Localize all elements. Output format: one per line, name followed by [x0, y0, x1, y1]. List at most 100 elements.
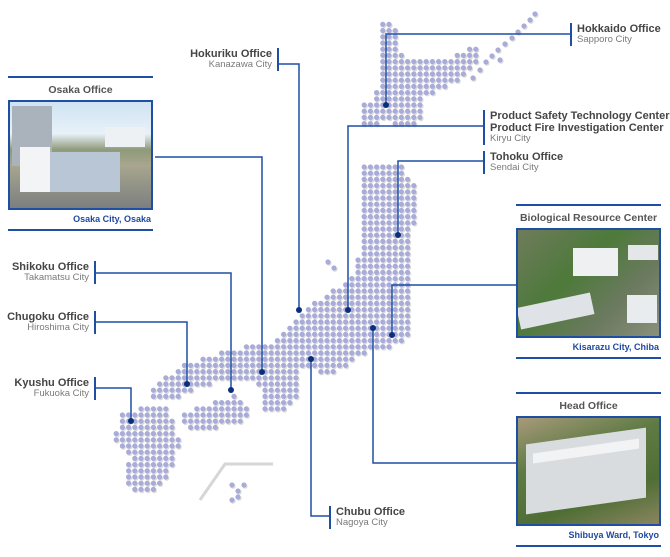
map-dot — [330, 294, 336, 300]
line-kyushu — [96, 387, 132, 421]
map-dot — [442, 59, 448, 65]
map-dot — [355, 307, 361, 313]
map-dot — [398, 245, 404, 251]
map-dot — [405, 331, 411, 337]
map-dot — [132, 431, 138, 437]
map-dot — [150, 437, 156, 443]
map-dot — [417, 90, 423, 96]
map-dot — [374, 220, 380, 226]
map-dot — [212, 412, 218, 418]
map-dot — [392, 164, 398, 170]
map-dot — [144, 474, 150, 480]
map-dot — [225, 400, 231, 406]
map-dot — [138, 443, 144, 449]
map-dot — [194, 406, 200, 412]
map-dot — [386, 164, 392, 170]
map-dot — [398, 307, 404, 313]
map-dot — [361, 344, 367, 350]
map-dot — [411, 90, 417, 96]
map-dot — [380, 83, 386, 89]
map-dot — [219, 362, 225, 368]
map-dot — [330, 350, 336, 356]
map-dot — [113, 431, 119, 437]
map-dot — [398, 71, 404, 77]
map-dot — [293, 387, 299, 393]
map-dot — [367, 331, 373, 337]
map-dot — [380, 220, 386, 226]
map-dot — [367, 183, 373, 189]
map-dot — [361, 325, 367, 331]
map-dot — [188, 369, 194, 375]
map-dot — [336, 319, 342, 325]
map-dot — [386, 251, 392, 257]
map-dot — [237, 375, 243, 381]
map-dot — [355, 294, 361, 300]
map-dot — [212, 406, 218, 412]
map-dot — [448, 65, 454, 71]
map-dot — [448, 71, 454, 77]
map-dot — [169, 381, 175, 387]
map-dot — [200, 418, 206, 424]
divider — [8, 76, 153, 78]
map-dot — [256, 381, 262, 387]
map-dot — [318, 356, 324, 362]
map-dot — [367, 288, 373, 294]
map-dot — [386, 257, 392, 263]
map-dot — [262, 375, 268, 381]
map-dot — [349, 294, 355, 300]
map-dot — [411, 121, 417, 127]
map-dot — [411, 114, 417, 120]
map-dot — [126, 431, 132, 437]
map-dot — [330, 288, 336, 294]
map-dot — [243, 406, 249, 412]
map-dot — [330, 338, 336, 344]
map-dot — [392, 276, 398, 282]
map-dot — [324, 294, 330, 300]
map-dot — [398, 331, 404, 337]
map-dot — [206, 418, 212, 424]
map-dot — [200, 406, 206, 412]
map-dot — [144, 431, 150, 437]
map-dot — [361, 201, 367, 207]
map-dot — [374, 164, 380, 170]
map-dot — [287, 325, 293, 331]
map-dot — [274, 369, 280, 375]
map-dot — [181, 412, 187, 418]
map-dot — [138, 455, 144, 461]
map-dot — [150, 387, 156, 393]
map-dot — [305, 362, 311, 368]
map-dot — [157, 474, 163, 480]
card-caption: Shibuya Ward, Tokyo — [568, 530, 659, 540]
map-dot — [374, 282, 380, 288]
map-dot — [374, 251, 380, 257]
location-marker-bio — [389, 332, 395, 338]
map-dot — [237, 369, 243, 375]
map-dot — [495, 47, 501, 53]
map-dot — [374, 214, 380, 220]
map-dot — [392, 269, 398, 275]
map-dot — [256, 350, 262, 356]
map-dot — [150, 468, 156, 474]
map-dot — [398, 170, 404, 176]
map-dot — [405, 195, 411, 201]
line-head — [372, 328, 516, 464]
divider — [516, 204, 661, 206]
map-dot — [206, 369, 212, 375]
map-dot — [374, 232, 380, 238]
map-dot — [497, 57, 503, 63]
map-dot — [386, 65, 392, 71]
map-dot — [405, 189, 411, 195]
map-dot — [126, 412, 132, 418]
map-dot — [281, 375, 287, 381]
map-dot — [194, 418, 200, 424]
map-dot — [405, 238, 411, 244]
map-dot — [324, 331, 330, 337]
map-dot — [380, 226, 386, 232]
map-dot — [386, 325, 392, 331]
map-dot — [380, 34, 386, 40]
map-dot — [392, 338, 398, 344]
map-dot — [274, 400, 280, 406]
map-dot — [386, 52, 392, 59]
map-dot — [287, 344, 293, 350]
map-dot — [281, 344, 287, 350]
